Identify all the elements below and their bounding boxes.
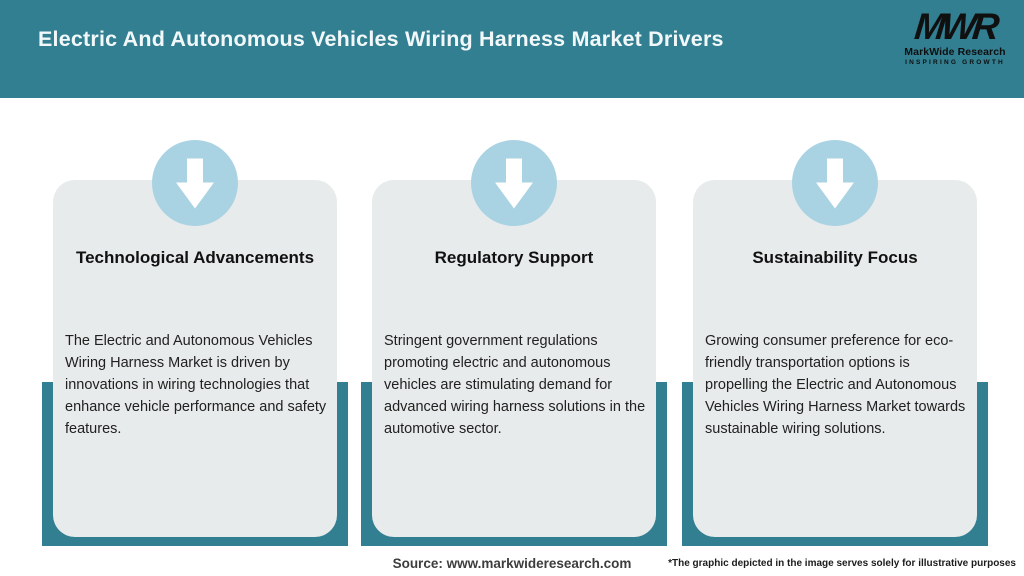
card-icon-circle	[471, 140, 557, 226]
card-panel: Technological Advancements The Electric …	[53, 180, 337, 537]
cards-row: Technological Advancements The Electric …	[42, 140, 988, 546]
card-icon-circle	[792, 140, 878, 226]
card-icon-circle	[152, 140, 238, 226]
logo-tagline: INSPIRING GROWTH	[905, 58, 1005, 66]
page-title: Electric And Autonomous Vehicles Wiring …	[38, 27, 724, 51]
logo-company-name: MarkWide Research	[904, 46, 1006, 58]
card-title: Regulatory Support	[434, 248, 594, 267]
down-arrow-icon	[176, 158, 214, 209]
driver-card-technological-advancements: Technological Advancements The Electric …	[42, 140, 348, 546]
down-arrow-icon	[816, 158, 854, 209]
card-panel: Sustainability Focus Growing consumer pr…	[693, 180, 977, 537]
markwide-research-logo: MWR MarkWide Research INSPIRING GROWTH	[900, 6, 1010, 66]
card-body-text: Growing consumer preference for eco-frie…	[705, 333, 966, 437]
card-body-text: Stringent government regulations promoti…	[384, 333, 646, 437]
card-title: Technological Advancements	[75, 248, 315, 267]
card-panel: Regulatory Support Stringent government …	[372, 180, 656, 537]
disclaimer-text: *The graphic depicted in the image serve…	[668, 558, 1016, 569]
source-text: Source: www.markwideresearch.com	[392, 556, 632, 571]
mwr-monogram-icon: MWR	[912, 6, 998, 47]
driver-card-regulatory-support: Regulatory Support Stringent government …	[361, 140, 667, 546]
card-body-text: The Electric and Autonomous Vehicles Wir…	[65, 333, 327, 437]
header-bar: Electric And Autonomous Vehicles Wiring …	[0, 0, 1024, 98]
down-arrow-icon	[495, 158, 533, 209]
driver-card-sustainability-focus: Sustainability Focus Growing consumer pr…	[682, 140, 988, 546]
card-title: Sustainability Focus	[752, 248, 918, 267]
